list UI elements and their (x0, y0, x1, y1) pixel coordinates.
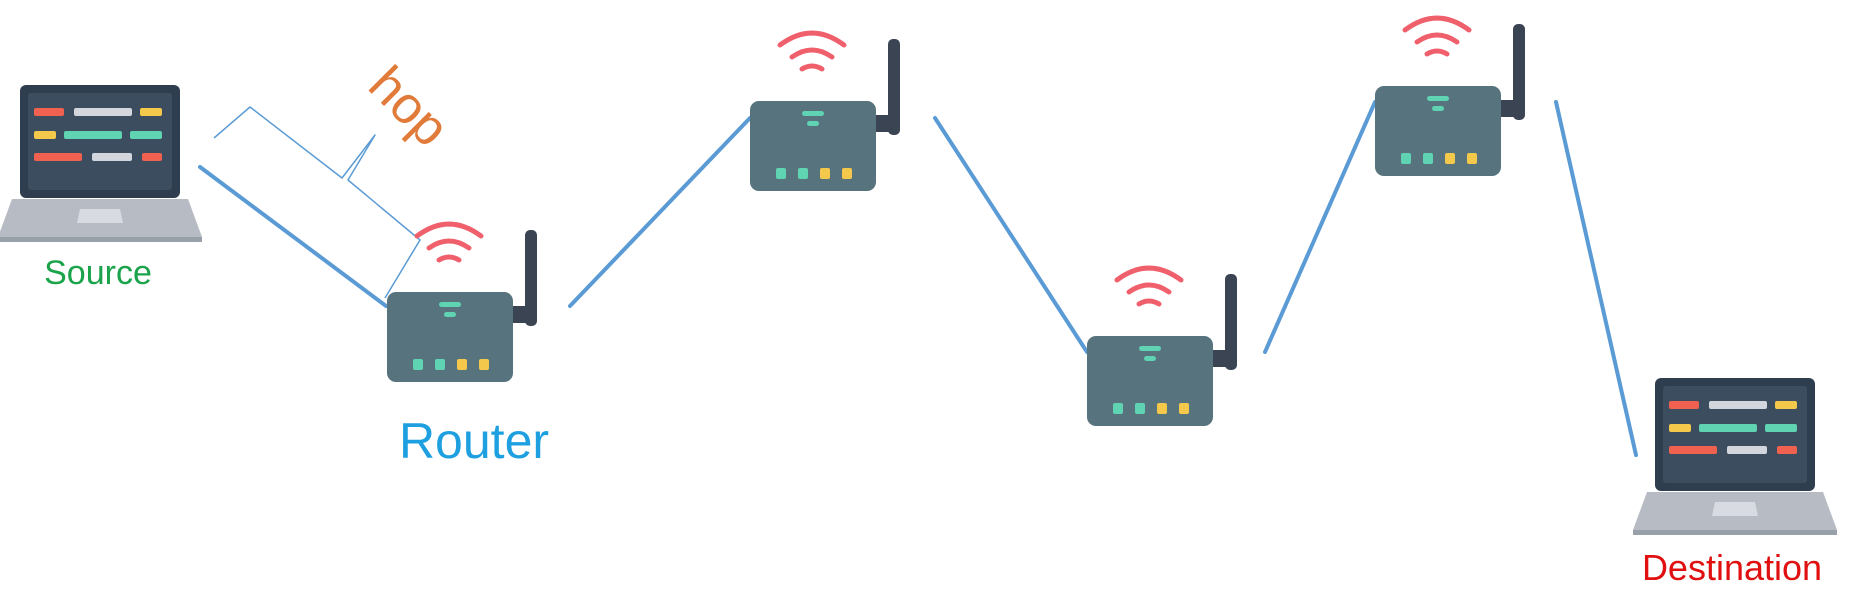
destination-label: Destination (1642, 547, 1822, 588)
source-laptop-icon (0, 85, 202, 242)
link-source-router1 (198, 165, 388, 308)
link-router1-router2 (568, 116, 752, 308)
router-4-icon (1375, 18, 1525, 176)
link-router4-destination (1554, 100, 1638, 457)
hop-brace-icon (213, 106, 421, 299)
destination-laptop-icon (1633, 378, 1837, 535)
source-label: Source (44, 254, 152, 292)
router-2-icon (750, 33, 900, 191)
router-1-icon (387, 224, 537, 382)
router-3-icon (1087, 268, 1237, 426)
links (198, 100, 1638, 457)
hop-label: hop (358, 55, 460, 157)
link-router3-router4 (1263, 100, 1377, 354)
router-label: Router (399, 413, 549, 469)
link-router2-router3 (933, 116, 1089, 354)
